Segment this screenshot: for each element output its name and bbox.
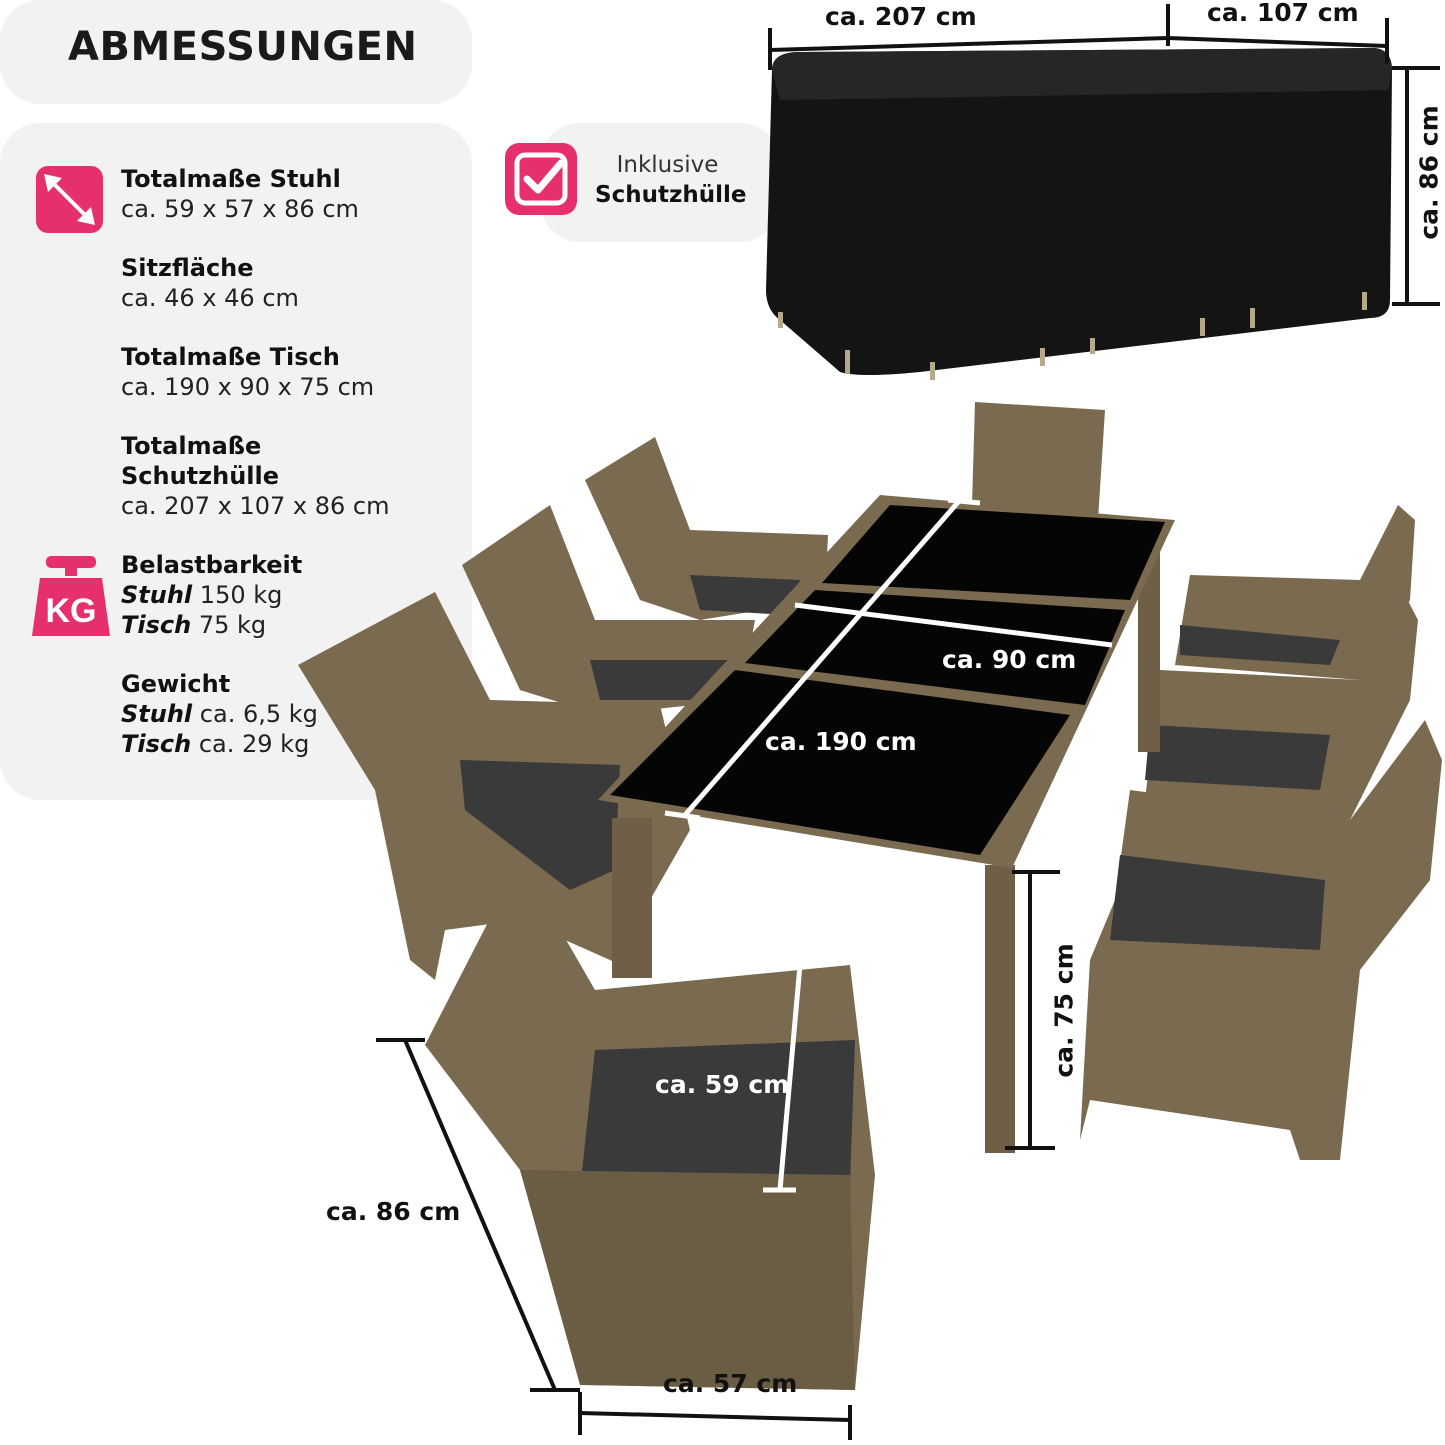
chair-dimension-lines	[376, 962, 852, 1440]
chair-left-1	[585, 437, 828, 620]
spec-row-value: 75 kg	[198, 611, 267, 639]
spec-heading: Totalmaße Tisch	[121, 343, 340, 371]
checkmark-icon	[505, 143, 577, 215]
spec-chair-dimensions: Totalmaße Stuhl ca. 59 x 57 x 86 cm	[121, 164, 359, 224]
chair-back-center	[972, 402, 1105, 520]
spec-table-dimensions: Totalmaße Tisch ca. 190 x 90 x 75 cm	[121, 342, 374, 402]
cover-included-text: Inklusive Schutzhülle	[595, 150, 747, 210]
spec-heading: Sitzfläche	[121, 254, 254, 282]
spec-load-capacity: Belastbarkeit Stuhl 150 kg Tisch 75 kg	[121, 550, 302, 640]
spec-heading: Belastbarkeit	[121, 551, 303, 579]
spec-row-label: Tisch	[121, 611, 192, 639]
diagonal-arrow-icon	[36, 166, 103, 233]
spec-value: ca. 207 x 107 x 86 cm	[121, 492, 390, 520]
spec-row-label: Stuhl	[121, 700, 193, 728]
chair-height-label: ca. 86 cm	[326, 1197, 461, 1226]
spec-value: ca. 46 x 46 cm	[121, 284, 299, 312]
spec-heading: Totalmaße Stuhl	[121, 165, 341, 193]
chair-right-3	[1080, 720, 1442, 1160]
spec-value: ca. 190 x 90 x 75 cm	[121, 373, 375, 401]
table-height-label: ca. 75 cm	[1049, 943, 1079, 1078]
cover-height-label: ca. 86 cm	[1414, 105, 1444, 240]
chair-front	[425, 860, 875, 1390]
kg-label: KG	[46, 592, 97, 630]
table-length-label: ca. 190 cm	[765, 727, 917, 756]
spec-value: ca. 59 x 57 x 86 cm	[121, 195, 359, 223]
cover-width-label: ca. 107 cm	[1207, 0, 1359, 27]
spec-weight: Gewicht Stuhl ca. 6,5 kg Tisch ca. 29 kg	[121, 669, 318, 759]
spec-row-value: ca. 29 kg	[198, 730, 310, 758]
cover-length-label: ca. 207 cm	[825, 2, 977, 31]
spec-row-label: Stuhl	[121, 581, 193, 609]
chair-right-1	[1175, 505, 1415, 680]
cover-included-pill	[540, 123, 780, 242]
spec-row-label: Tisch	[121, 730, 192, 758]
protective-cover	[766, 48, 1392, 380]
cover-included-line2: Schutzhülle	[595, 182, 747, 208]
table-width-label: ca. 90 cm	[942, 645, 1077, 674]
spec-seat-area: Sitzfläche ca. 46 x 46 cm	[121, 253, 299, 313]
spec-heading: Gewicht	[121, 670, 231, 698]
chair-depth-label: ca. 59 cm	[655, 1070, 790, 1099]
table	[598, 495, 1175, 1153]
kg-weight-icon: KG	[32, 556, 110, 636]
title-pill	[0, 0, 472, 104]
spec-heading: Schutzhülle	[121, 462, 280, 490]
chair-width-label: ca. 57 cm	[663, 1369, 798, 1398]
spec-cover-dimensions: Totalmaße Schutzhülle ca. 207 x 107 x 86…	[121, 431, 389, 521]
spec-row-value: 150 kg	[199, 581, 283, 609]
chairs	[298, 402, 1442, 1390]
cover-included-line1: Inklusive	[616, 152, 719, 178]
chair-right-2	[1145, 595, 1418, 820]
cover-dimension-lines	[768, 4, 1440, 306]
chair-left-2	[462, 505, 755, 715]
spec-heading: Totalmaße	[121, 432, 262, 460]
table-height-line	[1005, 870, 1060, 1150]
page-title: ABMESSUNGEN	[68, 24, 418, 70]
table-dimension-lines	[664, 497, 1113, 821]
spec-row-value: ca. 6,5 kg	[199, 700, 318, 728]
chair-left-3	[298, 592, 690, 980]
